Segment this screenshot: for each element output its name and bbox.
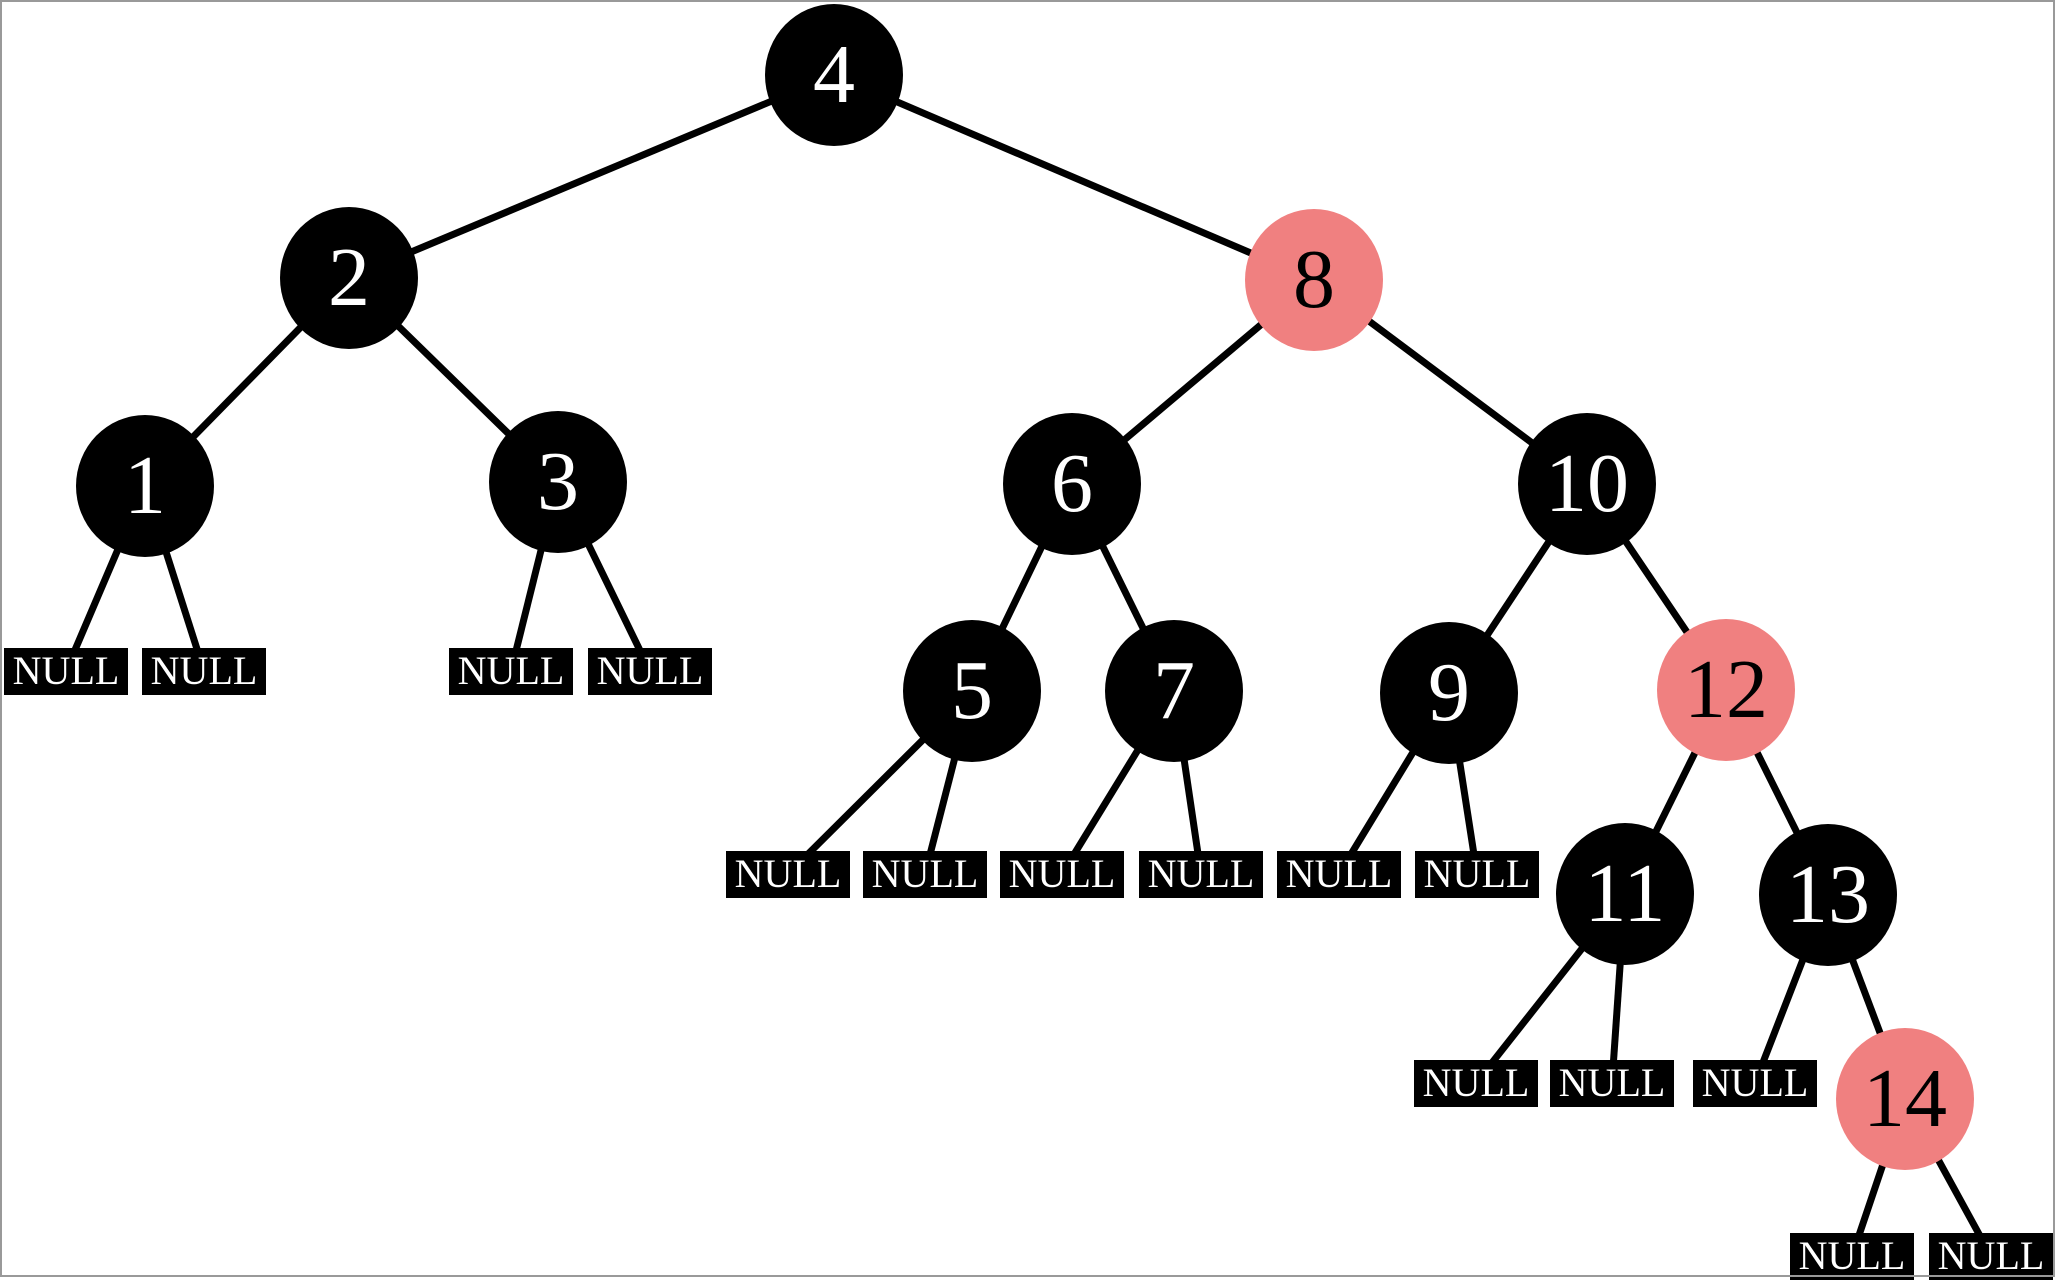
null-leaf-null-5R: NULL — [863, 850, 987, 898]
null-leaf-null-9R: NULL — [1415, 850, 1539, 898]
null-leaf-label: NULL — [1937, 1233, 2045, 1278]
node-key-label: 9 — [1428, 646, 1470, 739]
tree-node-1-black: 1 — [76, 415, 214, 557]
null-leaf-null-11R: NULL — [1550, 1059, 1674, 1107]
null-leaf-label: NULL — [1558, 1060, 1666, 1105]
node-key-label: 14 — [1863, 1052, 1947, 1145]
tree-node-12-red: 12 — [1657, 619, 1795, 761]
tree-node-14-red: 14 — [1836, 1028, 1974, 1170]
node-key-label: 13 — [1786, 848, 1870, 941]
null-leaf-null-3R: NULL — [588, 647, 712, 695]
tree-node-3-black: 3 — [489, 411, 627, 553]
null-leaf-null-14L: NULL — [1790, 1232, 1914, 1280]
node-key-label: 2 — [328, 231, 370, 324]
tree-node-5-black: 5 — [903, 620, 1041, 762]
null-leaf-null-7L: NULL — [1000, 850, 1124, 898]
null-leaf-null-7R: NULL — [1139, 850, 1263, 898]
null-leaf-null-1R: NULL — [142, 647, 266, 695]
null-leaf-null-14R: NULL — [1929, 1232, 2053, 1280]
null-leaf-null-11L: NULL — [1414, 1059, 1538, 1107]
node-key-label: 1 — [124, 439, 166, 532]
tree-node-9-black: 9 — [1380, 622, 1518, 764]
null-leaf-label: NULL — [596, 648, 704, 693]
null-leaf-label: NULL — [1423, 851, 1531, 896]
null-leaf-label: NULL — [734, 851, 842, 896]
tree-node-10-black: 10 — [1518, 413, 1656, 555]
null-leaf-null-1L: NULL — [4, 647, 128, 695]
null-leaf-label: NULL — [1422, 1060, 1530, 1105]
null-leaf-label: NULL — [457, 648, 565, 693]
node-key-label: 7 — [1153, 644, 1195, 737]
node-key-label: 3 — [537, 435, 579, 528]
null-leaf-null-9L: NULL — [1277, 850, 1401, 898]
tree-node-7-black: 7 — [1105, 620, 1243, 762]
node-key-label: 8 — [1293, 233, 1335, 326]
edge-4-8 — [832, 71, 1316, 284]
null-leaf-null-5L: NULL — [726, 850, 850, 898]
null-leaf-null-3L: NULL — [449, 647, 573, 695]
tree-node-13-black: 13 — [1759, 824, 1897, 966]
tree-node-11-black: 11 — [1556, 823, 1694, 965]
null-leaf-null-13L: NULL — [1693, 1059, 1817, 1107]
tree-node-2-black: 2 — [280, 207, 418, 349]
null-leaf-label: NULL — [1147, 851, 1255, 896]
null-leaf-label: NULL — [1701, 1060, 1809, 1105]
null-leaf-label: NULL — [12, 648, 120, 693]
null-leaf-label: NULL — [1798, 1233, 1906, 1278]
null-leaf-label: NULL — [1008, 851, 1116, 896]
null-leaf-label: NULL — [1285, 851, 1393, 896]
node-key-label: 11 — [1584, 847, 1666, 940]
node-key-label: 4 — [813, 28, 855, 121]
tree-node-6-black: 6 — [1003, 413, 1141, 555]
null-leaf-label: NULL — [871, 851, 979, 896]
tree-node-4-black: 4 — [765, 4, 903, 146]
tree-node-8-red: 8 — [1245, 209, 1383, 351]
node-key-label: 5 — [951, 644, 993, 737]
node-key-label: 10 — [1545, 437, 1629, 530]
null-leaf-label: NULL — [150, 648, 258, 693]
edge-4-2 — [347, 71, 836, 282]
node-key-label: 12 — [1684, 643, 1768, 736]
node-key-label: 6 — [1051, 437, 1093, 530]
